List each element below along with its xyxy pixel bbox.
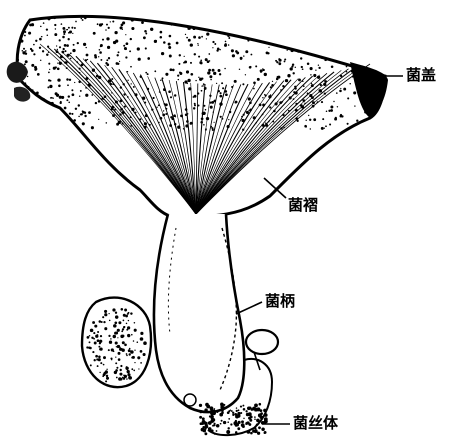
small-mushroom-bud [246, 330, 278, 354]
stipe-label: 菌柄 [265, 294, 295, 309]
mushroom-cap [7, 9, 391, 216]
cap-label: 菌盖 [406, 68, 436, 83]
gills-label: 菌褶 [288, 198, 318, 213]
mushroom-stipe [154, 214, 244, 412]
stipe-leader-line [236, 302, 262, 314]
mycelium-label: 菌丝体 [293, 416, 338, 431]
